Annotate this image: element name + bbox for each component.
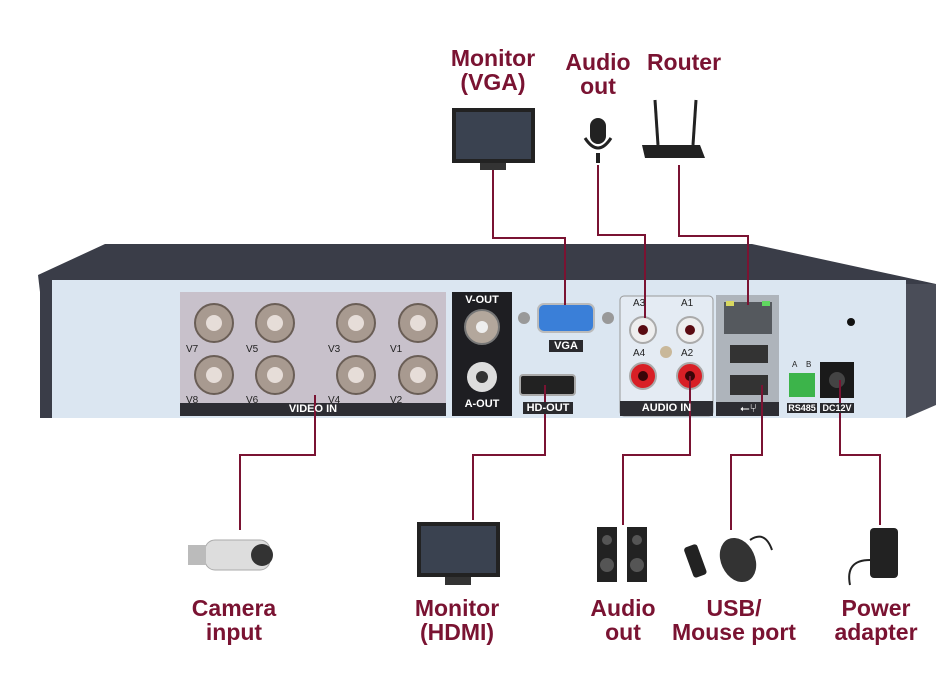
label-usb-mouse-port: USB/Mouse port xyxy=(672,595,796,645)
dvr-side xyxy=(906,284,936,418)
hd-out-label: HD-OUT xyxy=(523,402,573,414)
hdmi-monitor-icon xyxy=(417,522,500,585)
hdmi-port xyxy=(519,374,576,396)
usb-port-2 xyxy=(730,375,768,395)
port-label: V6 xyxy=(246,395,259,406)
port-label: V1 xyxy=(390,344,403,355)
v-out-label: V-OUT xyxy=(465,294,499,306)
usb-port-1 xyxy=(730,345,768,363)
label-router: Router xyxy=(646,49,722,75)
label-monitor-hdmi: Monitor(HDMI) xyxy=(414,595,500,645)
vga-monitor-icon xyxy=(452,108,535,170)
port-label: V7 xyxy=(186,344,199,355)
label-monitor-vga: Monitor(VGA) xyxy=(450,45,536,95)
rs485-label: RS485 xyxy=(787,403,817,413)
connection-lines xyxy=(239,165,881,530)
port-label: A1 xyxy=(681,298,694,309)
port-label: V5 xyxy=(246,344,259,355)
audio-in-label: AUDIO IN xyxy=(641,402,692,414)
port-label: V8 xyxy=(186,395,199,406)
power-adapter-icon xyxy=(848,528,898,586)
router-icon xyxy=(642,99,705,158)
port-label: A4 xyxy=(633,348,646,359)
port-label: V3 xyxy=(328,344,341,355)
vga-label: VGA xyxy=(549,340,583,352)
dc12v-label: DC12V xyxy=(820,403,854,413)
rs485-pin-a: A xyxy=(792,360,798,369)
ethernet-port xyxy=(724,302,772,334)
rs485-pin-b: B xyxy=(806,360,812,369)
port-label: A3 xyxy=(633,298,646,309)
a-out-label: A-OUT xyxy=(464,398,500,410)
port-label: V4 xyxy=(328,395,341,406)
camera-icon xyxy=(188,539,273,571)
port-label: V2 xyxy=(390,395,403,406)
rs485-terminal xyxy=(789,373,815,397)
vga-port xyxy=(537,303,595,333)
usb-symbol-icon: ⭠⑂ xyxy=(740,401,757,415)
usb-mouse-icon xyxy=(684,535,773,583)
speakers-icon xyxy=(597,527,647,582)
port-label: A2 xyxy=(681,348,694,359)
microphone-icon xyxy=(583,118,613,163)
video-in-label: VIDEO IN xyxy=(288,403,338,415)
